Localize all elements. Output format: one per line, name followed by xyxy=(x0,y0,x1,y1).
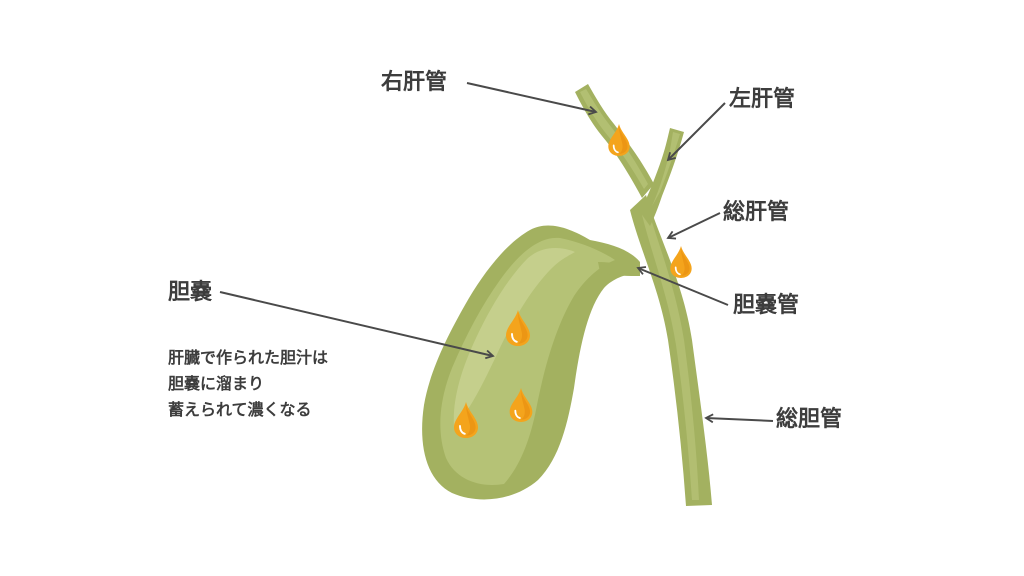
common-bile-duct-shape xyxy=(630,195,712,506)
common-bile-duct-highlight xyxy=(642,210,699,500)
arrow-left-hepatic-duct xyxy=(666,102,726,162)
cystic-duct-shape xyxy=(598,262,640,276)
label-common-hepatic-duct: 総肝管 xyxy=(723,200,790,225)
label-left-hepatic-duct: 左肝管 xyxy=(729,87,796,112)
description: 肝臓で作られた胆汁は 胆嚢に溜まり 蓄えられて濃くなる xyxy=(168,345,328,423)
arrow-common-hepatic-duct xyxy=(666,212,721,240)
arrow-common-bile-duct xyxy=(704,413,774,424)
description-line: 胆嚢に溜まり xyxy=(168,374,265,393)
description-line: 蓄えられて濃くなる xyxy=(168,400,312,419)
gallbladder-mid-tone xyxy=(440,237,615,485)
description-line: 肝臓で作られた胆汁は xyxy=(168,348,329,367)
arrow-gallbladder xyxy=(219,291,495,360)
label-right-hepatic-duct: 右肝管 xyxy=(381,70,448,95)
left-hepatic-duct-highlight xyxy=(652,132,680,206)
arrow-cystic-duct xyxy=(636,266,729,306)
label-gallbladder: 胆嚢 xyxy=(168,280,213,305)
label-cystic-duct: 胆嚢管 xyxy=(733,293,800,318)
label-common-bile-duct: 総胆管 xyxy=(776,407,843,432)
arrow-right-hepatic-duct xyxy=(466,82,598,116)
bile-drop-icon xyxy=(669,246,693,278)
